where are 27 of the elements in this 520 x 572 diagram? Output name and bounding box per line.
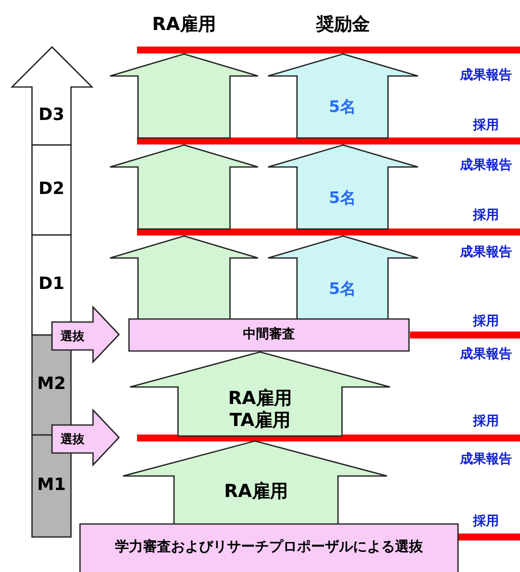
node-label: D1 (38, 274, 64, 296)
column-heading: RA雇用 (152, 13, 216, 36)
status-label: 採用 (473, 117, 499, 134)
status-label: 成果報告 (460, 156, 512, 174)
node-label: 5名 (328, 188, 356, 208)
node-label: D3 (38, 105, 64, 127)
node-label: 選抜 (60, 432, 84, 446)
node-label: 5名 (328, 279, 356, 299)
status-label: 採用 (473, 513, 499, 530)
node-label: M2 (37, 374, 66, 396)
status-label: 成果報告 (460, 346, 512, 363)
node-label: RA雇用 (228, 388, 292, 410)
node-label: D2 (38, 179, 64, 201)
node-label: 中間審査 (243, 326, 295, 344)
status-label: 成果報告 (460, 450, 512, 468)
status-label: 成果報告 (460, 66, 512, 84)
node-label: 5名 (328, 97, 356, 117)
column-heading: 奨励金 (316, 13, 370, 36)
status-label: 成果報告 (460, 244, 512, 261)
status-label: 採用 (473, 207, 499, 224)
node-label: TA雇用 (230, 410, 290, 432)
status-label: 採用 (473, 413, 499, 430)
node-label: M1 (37, 475, 66, 497)
node-label: RA雇用 (224, 481, 288, 504)
node-label: 学力審査およびリサーチプロポーザルによる選抜 (115, 539, 423, 557)
status-label: 採用 (473, 313, 499, 330)
node-label: 選抜 (60, 328, 84, 344)
